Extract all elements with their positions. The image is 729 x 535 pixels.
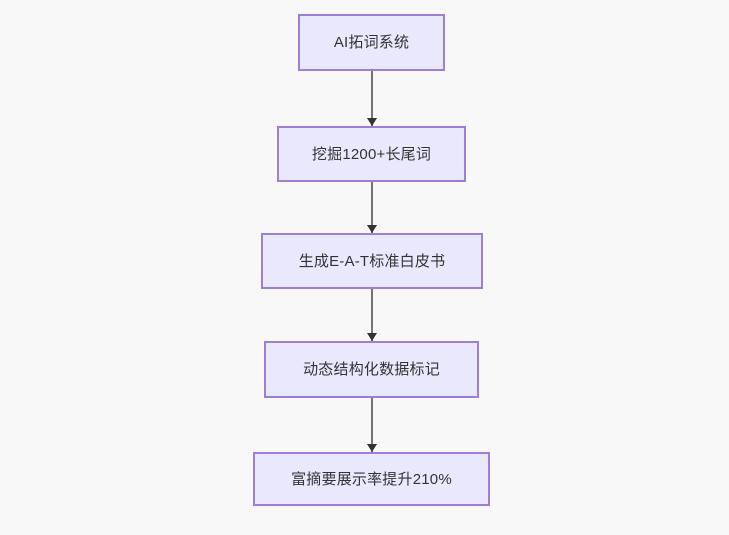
flow-connector-4: [367, 398, 377, 452]
connector-line: [371, 398, 373, 452]
flow-node-rich-snippet-uplift[interactable]: 富摘要展示率提升210%: [253, 452, 490, 506]
flow-node-label: 动态结构化数据标记: [303, 361, 440, 378]
flow-node-generate-eat-whitepaper[interactable]: 生成E-A-T标准白皮书: [261, 233, 483, 289]
flow-connector-2: [367, 182, 377, 233]
flow-node-ai-keyword-system[interactable]: AI拓词系统: [298, 14, 445, 71]
arrowhead-icon: [367, 225, 377, 233]
connector-line: [371, 182, 373, 233]
flow-node-mine-longtail-keywords[interactable]: 挖掘1200+长尾词: [277, 126, 466, 182]
flow-connector-1: [367, 71, 377, 126]
arrowhead-icon: [367, 118, 377, 126]
connector-line: [371, 289, 373, 341]
flow-node-label: 富摘要展示率提升210%: [291, 470, 452, 488]
flow-node-label: 生成E-A-T标准白皮书: [298, 252, 446, 270]
connector-line: [371, 71, 373, 126]
flow-node-label: AI拓词系统: [333, 34, 410, 51]
arrowhead-icon: [367, 444, 377, 452]
flow-connector-3: [367, 289, 377, 341]
flow-node-dynamic-structured-data[interactable]: 动态结构化数据标记: [264, 341, 479, 398]
arrowhead-icon: [367, 333, 377, 341]
flow-node-label: 挖掘1200+长尾词: [311, 145, 432, 163]
